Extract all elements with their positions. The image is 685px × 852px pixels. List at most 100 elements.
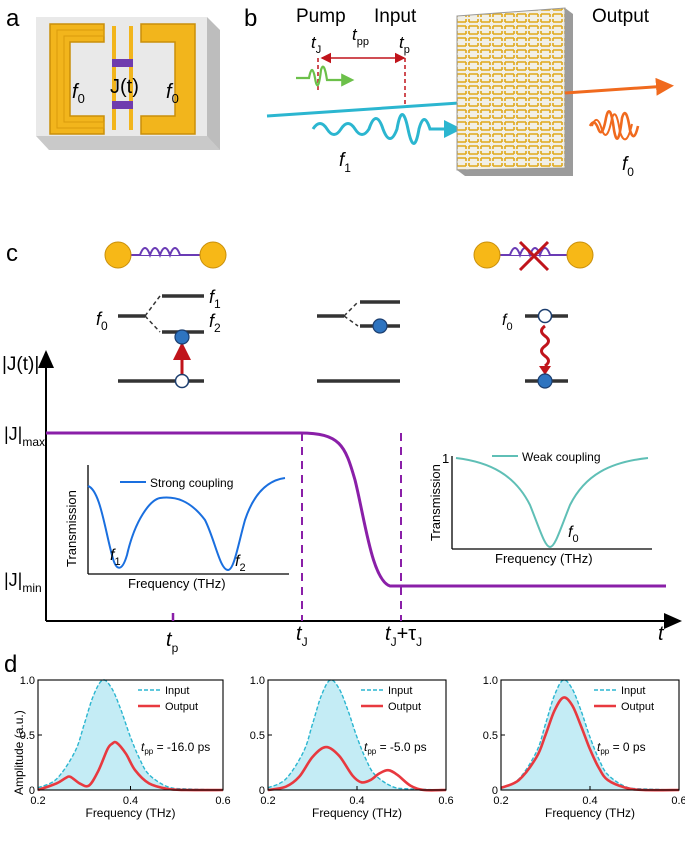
input-line <box>267 679 447 791</box>
svg-text:|J|max: |J|max <box>4 424 45 449</box>
tick-tp: tp <box>166 629 179 655</box>
panel-b-letter: b <box>244 5 257 32</box>
legend-input-label: Input <box>388 685 412 697</box>
svg-text:f2: f2 <box>209 311 221 335</box>
legend-input-label: Input <box>621 685 645 697</box>
svg-text:|J|min: |J|min <box>4 570 42 595</box>
svg-text:1: 1 <box>442 451 449 466</box>
energy-levels-strong: f0 f1 f2 <box>96 287 221 389</box>
legend-input-label: Input <box>165 685 189 697</box>
coupling-bridge-bottom <box>112 101 133 109</box>
y-tick-label: 0 <box>29 785 35 797</box>
panel-a-letter: a <box>6 5 20 32</box>
x-axis-label: t <box>658 623 665 645</box>
panel-d: d Amplitude (a.u.) 0.2 0.4 0.6 0 0.5 1.0Frequ… <box>4 651 685 820</box>
x-axis-label: Frequency (THz) <box>545 806 635 820</box>
svg-text:f0: f0 <box>622 154 634 179</box>
y-tick-label: 0 <box>259 785 265 797</box>
input-label: Input <box>374 6 417 27</box>
x-tick-label: 0.4 <box>349 795 364 807</box>
svg-text:Frequency (THz): Frequency (THz) <box>495 551 593 566</box>
svg-text:f0: f0 <box>72 81 85 106</box>
d-ylabel: Amplitude (a.u.) <box>12 710 26 795</box>
tpp-annotation: tpp = -5.0 ps <box>364 740 427 756</box>
x-tick-label: 0.2 <box>30 795 45 807</box>
y-tick-label: 0.5 <box>250 730 265 742</box>
y-tick-label: 0 <box>492 785 498 797</box>
output-line <box>37 740 224 792</box>
spring-weak <box>509 247 551 258</box>
input-pulse <box>311 113 462 145</box>
x-tick-label: 0.4 <box>123 795 138 807</box>
x-tick-label: 0.6 <box>438 795 453 807</box>
svg-text:f0: f0 <box>568 524 579 545</box>
tick-tJtau: tJ+τJ <box>385 623 422 649</box>
y-tick-label: 0.5 <box>20 730 35 742</box>
tpp-annotation: tpp = 0 ps <box>597 740 646 756</box>
y-tick-label: 1.0 <box>250 675 265 687</box>
input-area <box>38 679 223 790</box>
input-line <box>500 679 680 791</box>
strong-transmission-curve <box>87 477 286 572</box>
legend-output-label: Output <box>165 701 198 713</box>
energy-levels-weak: f0 <box>502 308 568 389</box>
svg-text:Transmission: Transmission <box>428 464 443 541</box>
coupling-bridge-top <box>112 59 133 67</box>
x-tick-label: 0.6 <box>671 795 685 807</box>
x-tick-label: 0.2 <box>493 795 508 807</box>
y-tick-label: 1.0 <box>20 675 35 687</box>
svg-text:Transmission: Transmission <box>64 490 79 567</box>
y-tick-label: 0.5 <box>483 730 498 742</box>
svg-text:tpp: tpp <box>352 25 369 48</box>
energy-levels-transition <box>317 300 400 383</box>
coupling-label: J(t) <box>110 76 139 98</box>
x-axis-label: Frequency (THz) <box>85 806 175 820</box>
svg-text:f1: f1 <box>339 150 351 175</box>
pump-label: Pump <box>296 6 346 27</box>
weak-coupling-inset: 1 Transmission Frequency (THz) Weak coup… <box>428 450 652 566</box>
strong-coupling-inset: Transmission Frequency (THz) Strong coup… <box>64 465 289 591</box>
output-label: Output <box>592 6 650 27</box>
resonator-ball <box>104 241 132 269</box>
x-axis-label: Frequency (THz) <box>312 806 402 820</box>
svg-text:f1: f1 <box>209 287 221 311</box>
resonator-ball <box>473 241 501 269</box>
spring-strong <box>139 247 181 258</box>
svg-text:tJ: tJ <box>311 33 321 56</box>
x-tick-label: 0.6 <box>215 795 230 807</box>
panel-c-letter: c <box>6 240 18 267</box>
legend-output-label: Output <box>388 701 421 713</box>
y-tick-label: 1.0 <box>483 675 498 687</box>
weak-legend: Weak coupling <box>522 450 601 464</box>
panel-b: b Pump Input Output tJ tpp tp f1 f0 <box>244 5 674 179</box>
output-line <box>500 696 680 792</box>
x-tick-label: 0.2 <box>260 795 275 807</box>
y-axis-label: |J(t)| <box>2 354 39 375</box>
input-area <box>501 679 679 790</box>
resonator-ball <box>199 241 227 269</box>
strong-legend: Strong coupling <box>150 476 233 490</box>
coupling-curve <box>46 431 666 588</box>
svg-text:f0: f0 <box>502 312 513 333</box>
panel-d-letter: d <box>4 651 17 678</box>
svg-text:tp: tp <box>399 33 410 56</box>
weak-transmission-curve <box>455 457 649 549</box>
resonator-ball <box>566 241 594 269</box>
panel-a: a f0 J(t) f0 <box>6 5 220 150</box>
input-area <box>268 679 446 790</box>
output-beam <box>564 77 674 96</box>
output-line <box>267 745 447 792</box>
svg-text:f0: f0 <box>96 309 108 333</box>
pump-pulse <box>296 65 355 87</box>
svg-text:f0: f0 <box>166 81 179 106</box>
metasurface <box>456 7 566 171</box>
svg-text:f1: f1 <box>110 547 121 568</box>
substrate <box>36 17 207 136</box>
tpp-annotation: tpp = -16.0 ps <box>141 740 210 756</box>
right-resonator <box>140 23 196 135</box>
input-beam <box>266 101 460 118</box>
svg-text:Frequency (THz): Frequency (THz) <box>128 576 226 591</box>
